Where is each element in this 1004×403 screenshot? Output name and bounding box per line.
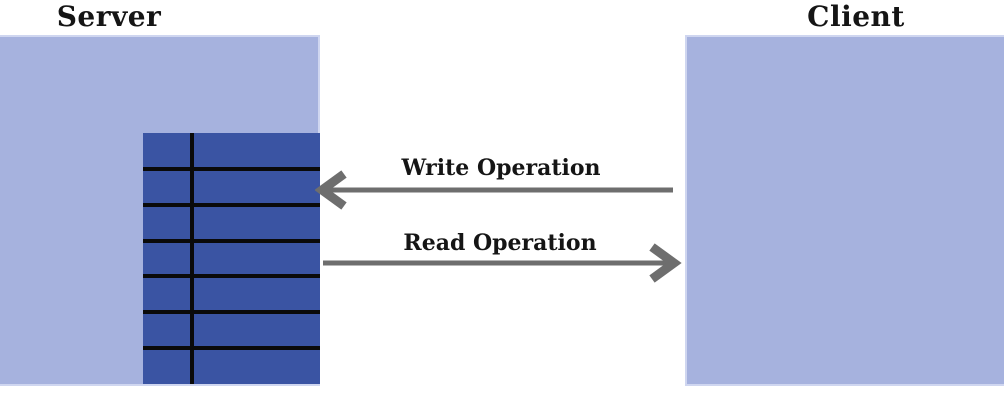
table-grid-line-horizontal [143, 310, 320, 315]
client-title: Client [807, 0, 905, 33]
table-grid-line-vertical [190, 133, 194, 384]
table-grid-line-horizontal [143, 166, 320, 171]
read-operation-label: Read Operation [403, 230, 597, 256]
table-grid-line-horizontal [143, 274, 320, 279]
table-grid-line-horizontal [143, 346, 320, 351]
client-box [685, 35, 1004, 386]
read-operation-arrow [323, 243, 682, 283]
server-table [143, 133, 320, 384]
table-grid-line-horizontal [143, 238, 320, 243]
write-operation-label: Write Operation [401, 155, 601, 181]
left-arrowhead-icon [315, 170, 347, 210]
table-grid-line-horizontal [143, 202, 320, 207]
server-title: Server [56, 0, 162, 33]
write-operation-arrow [315, 170, 673, 210]
right-arrowhead-icon [649, 243, 682, 283]
